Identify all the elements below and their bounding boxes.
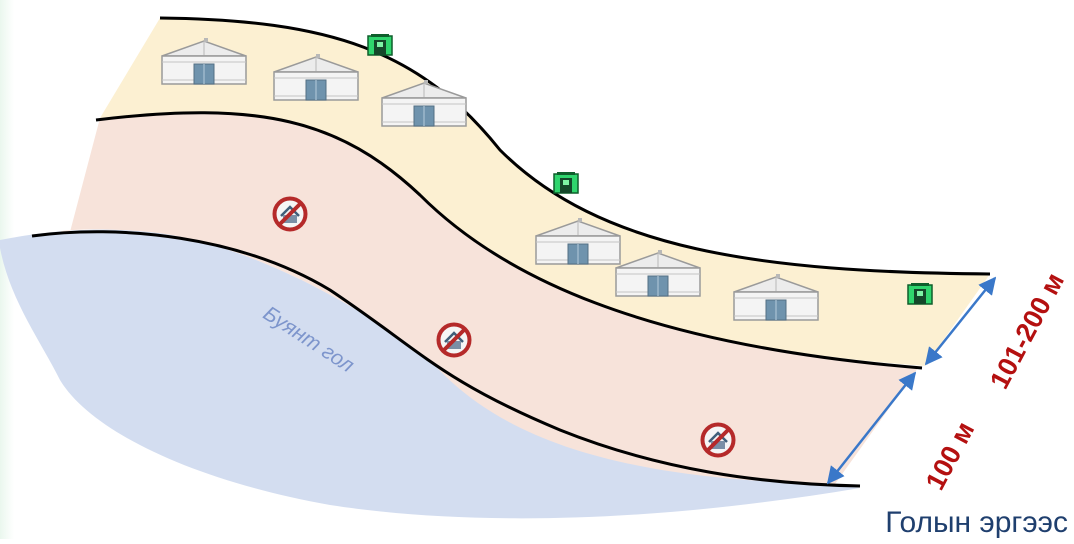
distance-arrow-100m: [826, 371, 917, 485]
no-building-icon: [700, 422, 736, 458]
caption-label: Голын эргээс: [885, 506, 1068, 539]
distance-arrow-200m: [924, 276, 997, 366]
river-area: [0, 229, 860, 519]
no-building-icon: [436, 322, 472, 358]
middle-boundary-line: [95, 111, 923, 370]
outdoor-toilet-icon: [367, 34, 393, 56]
outdoor-toilet-icon: [553, 172, 579, 194]
distance-label-100m: 100 м: [920, 417, 981, 495]
zone-200m: [100, 18, 990, 366]
distance-label-200m: 101-200 м: [984, 268, 1070, 394]
riverbank-line: [31, 230, 861, 488]
no-building-icon: [272, 196, 308, 232]
outdoor-toilet-icon: [907, 283, 933, 305]
outer-boundary-line: [159, 16, 991, 276]
